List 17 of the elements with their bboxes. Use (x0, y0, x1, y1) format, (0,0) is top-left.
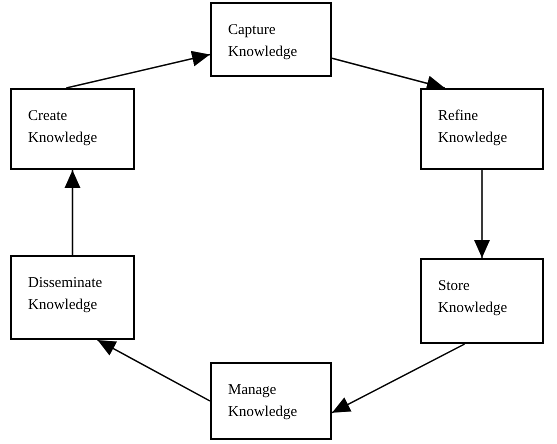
box-label: Manage Knowledge (228, 381, 298, 422)
arrow (332, 343, 465, 414)
arrow (97, 339, 210, 402)
arrow (474, 170, 490, 258)
box-label: Refine Knowledge (438, 107, 508, 148)
process-box (210, 362, 332, 440)
box-label: Capture Knowledge (228, 21, 298, 62)
process-box (420, 258, 544, 344)
box-label: Store Knowledge (438, 277, 508, 318)
process-box (10, 88, 135, 170)
arrow (66, 50, 210, 89)
process-box (10, 255, 135, 340)
box-label: Create Knowledge (28, 107, 98, 148)
arrow (64, 170, 80, 255)
process-box (210, 2, 332, 77)
process-box (420, 88, 544, 170)
box-label: Disseminate Knowledge (28, 274, 104, 315)
